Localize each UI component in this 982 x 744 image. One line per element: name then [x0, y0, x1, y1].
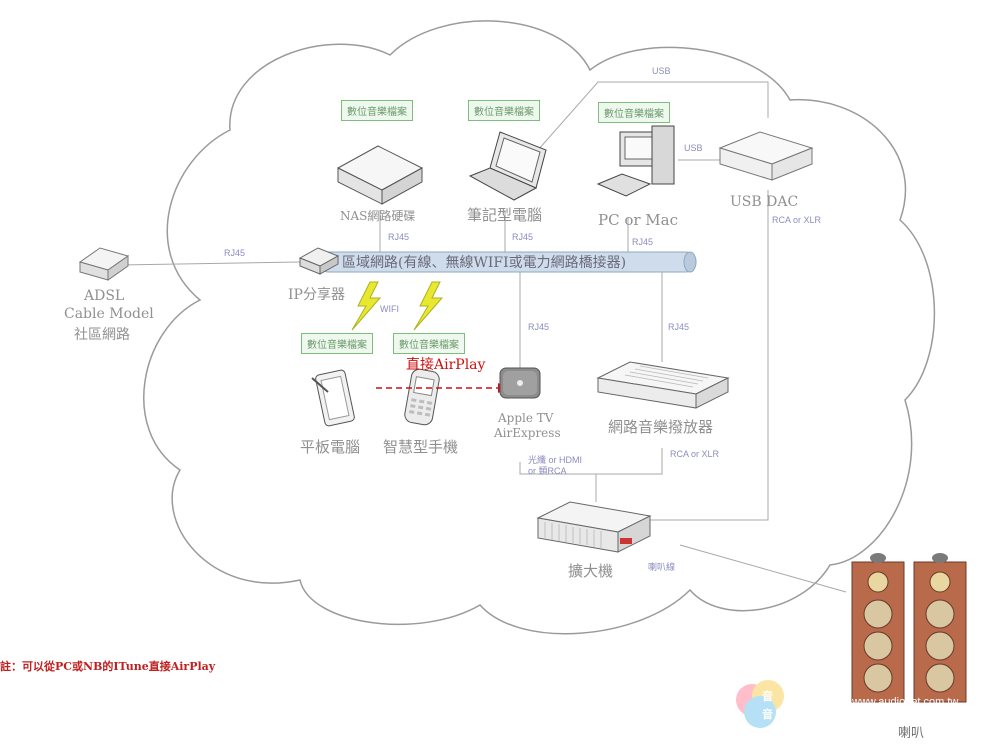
phone-icon — [404, 368, 440, 426]
pc-icon — [596, 125, 675, 197]
speakers-label: 喇叭 — [898, 726, 925, 741]
adsl-label: ADSL — [84, 288, 125, 304]
usb-dac-label: USB DAC — [730, 194, 799, 210]
or-rca-label: or 類RCA — [528, 466, 567, 476]
optical-hdmi-label: 光纖 or HDMI — [528, 455, 583, 465]
router-icon — [298, 247, 340, 275]
rj45-label-appletv: RJ45 — [528, 322, 550, 332]
footnote: 註：可以從PC或NB的ITune直接AirPlay — [0, 660, 216, 673]
nas-icon — [336, 145, 424, 205]
connection-lines — [117, 81, 847, 593]
watermark-url: www.audionet.com.tw — [852, 696, 959, 708]
lan-bus-end — [683, 251, 697, 273]
file-tag-phone: 數位音樂檔案 — [393, 333, 465, 354]
amplifier-icon — [536, 501, 652, 553]
wifi-label: WIFI — [380, 304, 399, 314]
rj45-label-player: RJ45 — [668, 322, 690, 332]
usb-label-pc: USB — [684, 143, 703, 153]
apple-tv-icon — [499, 367, 541, 399]
speaker-cable-label: 喇叭線 — [648, 562, 676, 572]
file-tag-notebook: 數位音樂檔案 — [468, 100, 540, 121]
watermark-cn-top: 音 — [762, 691, 773, 703]
lan-bus-label: 區域網路(有線、無線WIFI或電力網路橋接器) — [342, 255, 627, 271]
cable-model-label: Cable Model — [64, 306, 154, 322]
network-player-label: 網路音樂撥放器 — [608, 418, 714, 436]
rca-xlr-label-dac: RCA or XLR — [772, 215, 822, 225]
tablet-icon — [311, 369, 355, 427]
phone-label: 智慧型手機 — [383, 438, 459, 456]
watermark-logo — [736, 680, 784, 728]
file-tag-pc: 數位音樂檔案 — [598, 102, 670, 123]
airplay-label: 直接AirPlay — [406, 357, 486, 373]
notebook-icon — [468, 131, 547, 201]
rj45-label-notebook: RJ45 — [512, 232, 534, 242]
network-player-icon — [596, 361, 730, 409]
nas-label: NAS網路硬碟 — [340, 209, 416, 223]
usb-label-top: USB — [652, 66, 671, 76]
speakers-icon — [851, 553, 967, 703]
file-tag-nas: 數位音樂檔案 — [341, 100, 413, 121]
apple-tv-label: Apple TV — [498, 411, 554, 425]
watermark-cn-bottom: 音 — [762, 709, 773, 721]
amplifier-label: 擴大機 — [568, 562, 614, 580]
adsl-modem-icon — [78, 247, 130, 281]
rca-xlr-label-player: RCA or XLR — [670, 449, 720, 459]
community-network-label: 社區網路 — [74, 327, 130, 343]
file-tag-tablet: 數位音樂檔案 — [301, 333, 373, 354]
rj45-label-nas: RJ45 — [388, 232, 410, 242]
rj45-label-adsl: RJ45 — [224, 248, 246, 258]
rj45-label-pc: RJ45 — [632, 237, 654, 247]
airexpress-label: AirExpress — [494, 426, 561, 440]
pc-label: PC or Mac — [598, 211, 679, 229]
notebook-label: 筆記型電腦 — [467, 206, 543, 224]
usb-dac-icon — [718, 131, 814, 181]
tablet-label: 平板電腦 — [300, 438, 361, 456]
wifi-signal-icon — [351, 281, 444, 331]
ip-sharer-label: IP分享器 — [288, 287, 345, 303]
